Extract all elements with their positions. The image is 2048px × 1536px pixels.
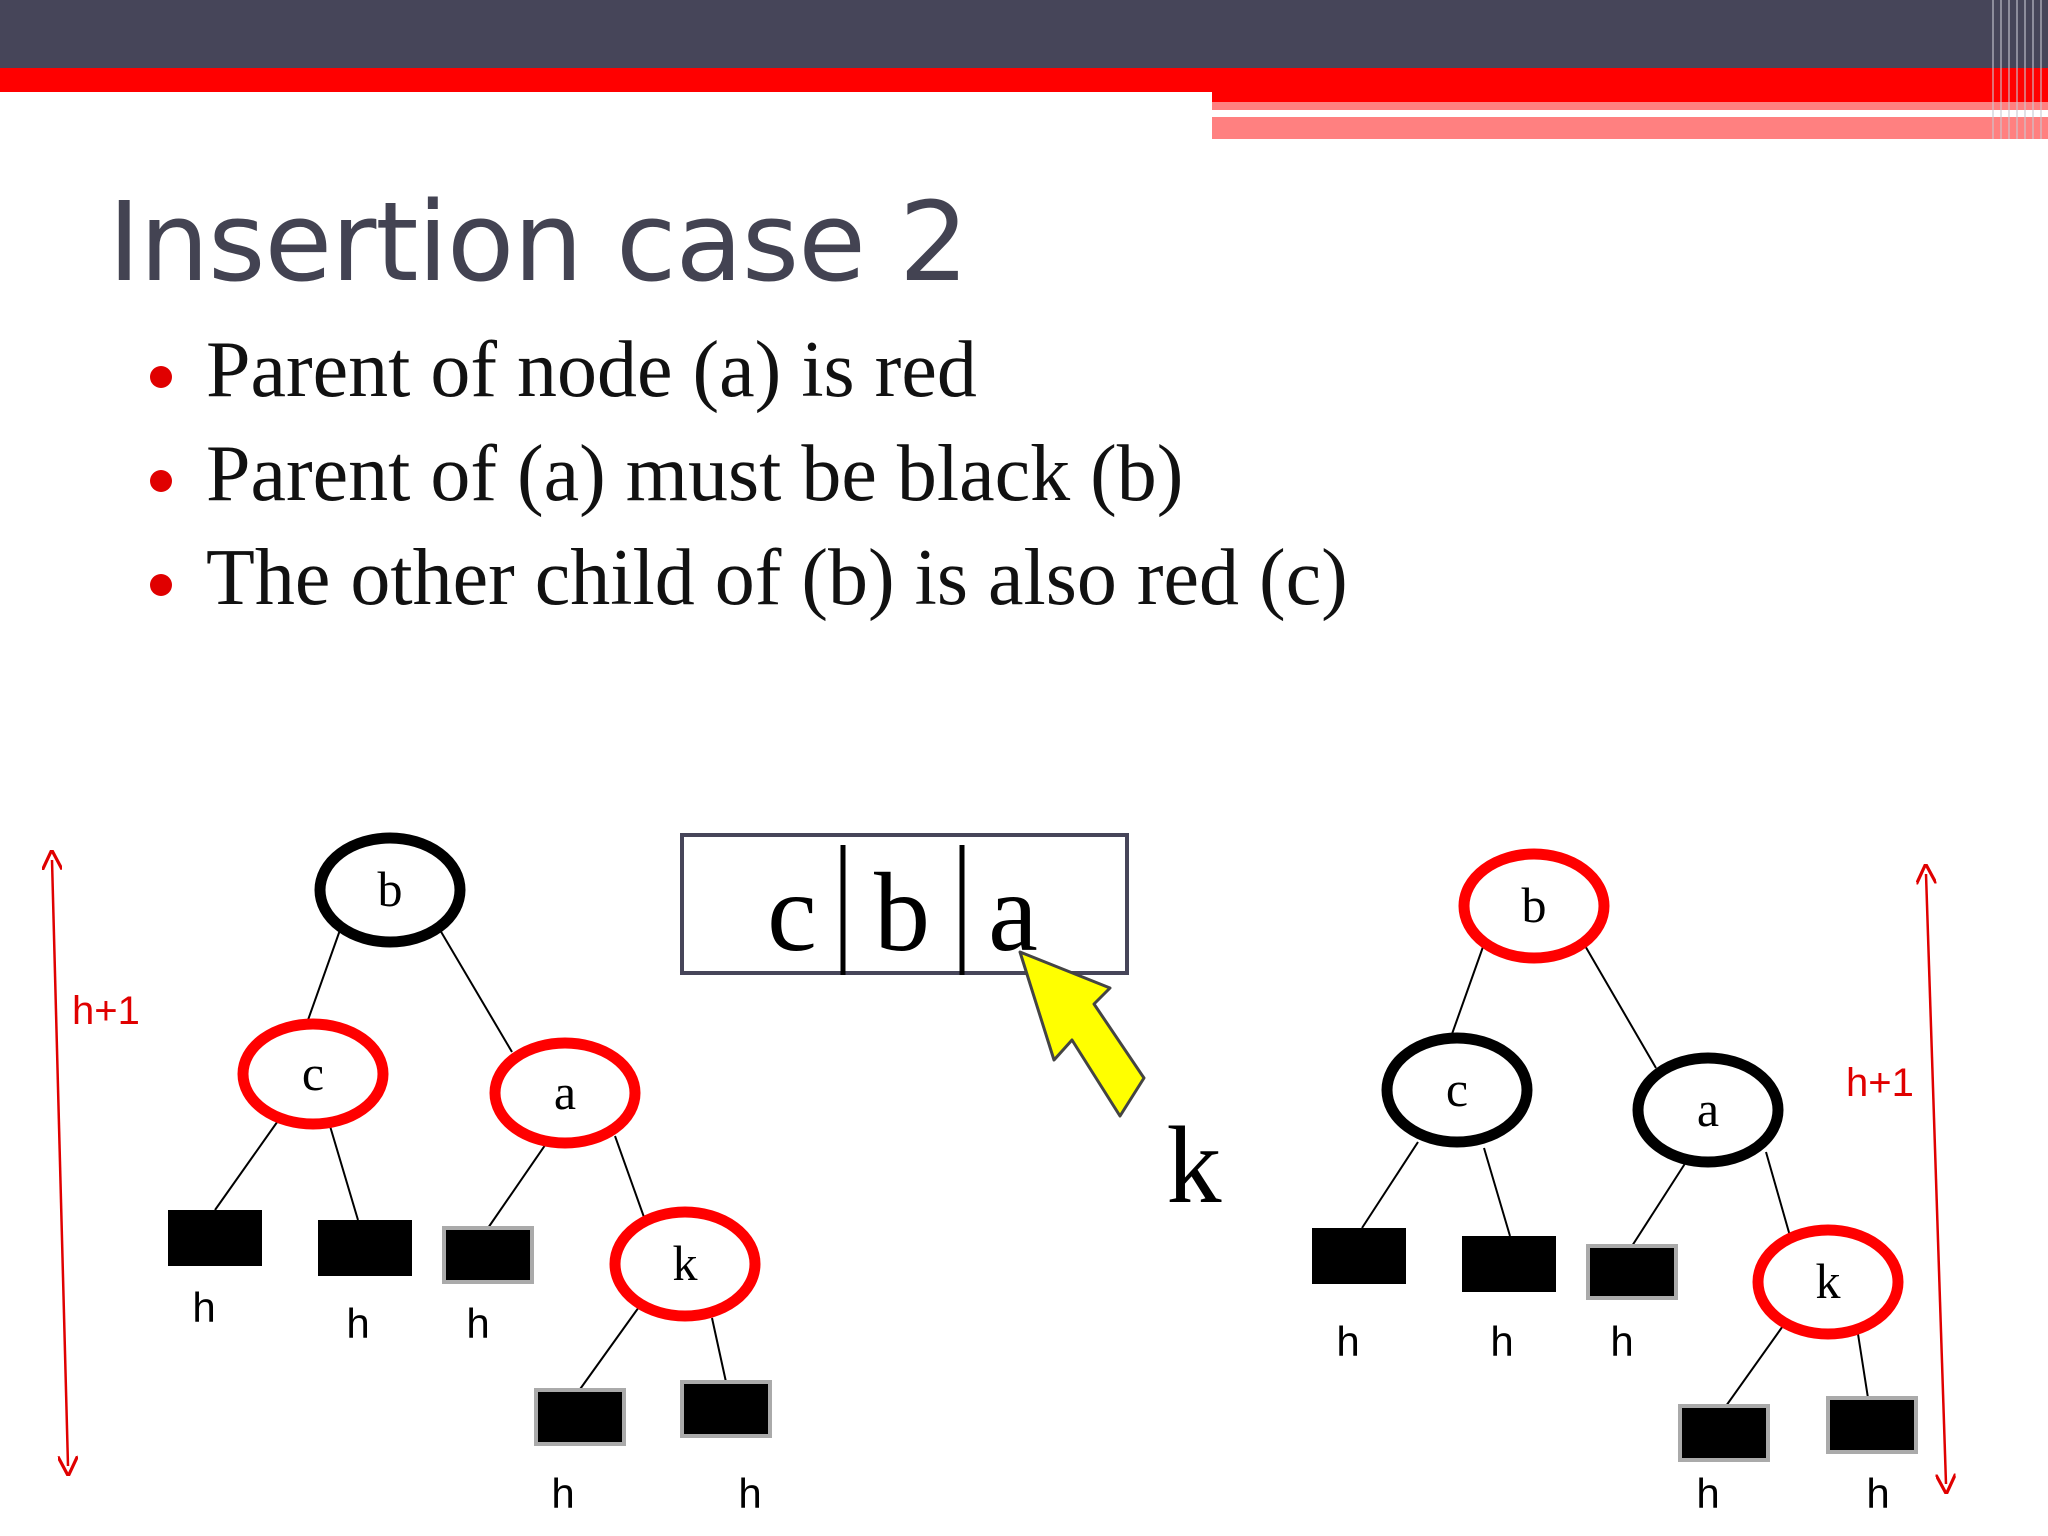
node-a: a <box>489 1037 641 1149</box>
tree-edges <box>1361 943 1869 1407</box>
leaf-label: h <box>1336 1318 1359 1365</box>
node-label: a <box>554 1064 576 1120</box>
leaf-label: h <box>1610 1318 1633 1365</box>
bullet-item: The other child of (b) is also red (c) <box>150 526 1348 630</box>
node-a: a <box>1632 1052 1784 1168</box>
bullet-item: Parent of (a) must be black (b) <box>150 422 1348 526</box>
bullet-item: Parent of node (a) is red <box>150 318 1348 422</box>
order-part: c <box>767 851 817 975</box>
bullet-text: Parent of node (a) is red <box>206 326 977 414</box>
node-k: k <box>609 1206 761 1322</box>
header-pink-stripe-lower <box>1212 117 2048 139</box>
node-label: k <box>1816 1253 1841 1309</box>
height-arrow <box>52 860 68 1466</box>
bullet-text: The other child of (b) is also red (c) <box>206 534 1348 622</box>
right-tree: h+1 b c a k <box>1312 848 1946 1517</box>
node-label: a <box>1697 1081 1719 1137</box>
header-pink-stripe <box>1212 102 2048 110</box>
bullet-icon <box>150 366 172 388</box>
leaf-node <box>1312 1228 1406 1284</box>
height-label: h+1 <box>1846 1061 1914 1105</box>
leaf-label: h <box>1696 1470 1719 1517</box>
header-edge-lines <box>1992 0 2048 139</box>
tree-edges <box>214 929 727 1393</box>
node-c: c <box>237 1018 389 1130</box>
bullet-text: Parent of (a) must be black (b) <box>206 430 1184 518</box>
node-k: k <box>1752 1224 1904 1340</box>
leaf-node <box>1462 1236 1556 1292</box>
bullet-list: Parent of node (a) is red Parent of (a) … <box>150 318 1348 630</box>
header-bar <box>0 0 2048 68</box>
leaf-node <box>1586 1244 1678 1300</box>
leaf-node <box>1826 1396 1918 1454</box>
left-tree: h+1 b c a k <box>52 832 772 1517</box>
leaf-label: h <box>192 1284 215 1331</box>
node-label: c <box>302 1045 324 1101</box>
header-red-stripe-right <box>1212 92 2048 102</box>
leaf-node <box>1678 1404 1770 1462</box>
bullet-icon <box>150 470 172 492</box>
header-white-stripe <box>1212 110 1896 117</box>
leaf-label: h <box>1866 1470 1889 1517</box>
height-label: h+1 <box>72 989 140 1033</box>
node-c: c <box>1381 1032 1533 1148</box>
leaf-node <box>168 1210 262 1266</box>
node-label: b <box>1522 877 1547 933</box>
order-box: c b a <box>680 833 1129 975</box>
slide-title: Insertion case 2 <box>108 178 969 306</box>
leaf-node <box>534 1388 626 1446</box>
node-label: b <box>378 861 403 917</box>
leaf-node <box>680 1380 772 1438</box>
leaf-label: h <box>466 1300 489 1347</box>
node-label: c <box>1446 1061 1468 1117</box>
bullet-icon <box>150 574 172 596</box>
leaf-label: h <box>738 1470 761 1517</box>
node-b: b <box>1458 848 1610 964</box>
node-label: k <box>673 1235 698 1291</box>
leaf-label: h <box>346 1300 369 1347</box>
leaf-label: h <box>551 1470 574 1517</box>
leaf-label: h <box>1490 1318 1513 1365</box>
height-arrow <box>1926 874 1946 1484</box>
order-part: b <box>874 851 930 975</box>
header-red-stripe <box>0 68 2048 92</box>
leaf-node <box>442 1226 534 1284</box>
node-b: b <box>314 832 466 948</box>
yellow-pointer-arrow-icon <box>1018 950 1146 1118</box>
floating-k-label: k <box>1167 1104 1222 1226</box>
leaf-node <box>318 1220 412 1276</box>
